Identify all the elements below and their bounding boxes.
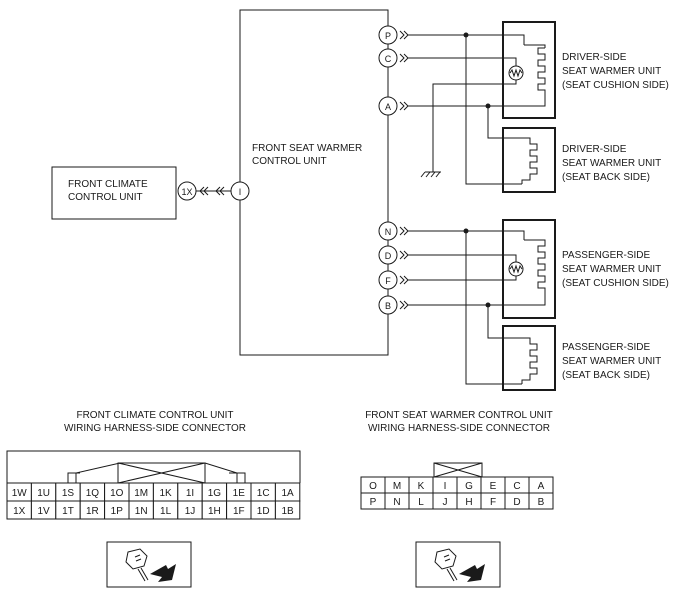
- seat-warmer-control-unit-box: [239, 9, 389, 356]
- climate-connector-title-1: FRONT CLIMATE CONTROL UNIT: [76, 410, 233, 421]
- pin-d: [378, 245, 398, 265]
- climate-connector-pin-label: 1G: [208, 488, 222, 499]
- control-connector-pin-label: B: [538, 497, 545, 508]
- connector-symbol-f: [399, 275, 409, 285]
- passenger-back-label-2: SEAT WARMER UNIT: [562, 356, 661, 367]
- pin-b: [378, 295, 398, 315]
- control-connector-pin-label: A: [538, 481, 545, 492]
- climate-connector-pin-label: 1W: [12, 488, 28, 499]
- control-connector-pin-label: D: [513, 497, 520, 508]
- pin-1x-label: 1X: [181, 187, 192, 197]
- climate-connector-view-icon: [106, 541, 192, 588]
- control-connector-pin-label: P: [370, 497, 377, 508]
- climate-connector-pin-label: 1J: [185, 506, 196, 517]
- pin-p-label: P: [385, 31, 391, 41]
- climate-connector-pin-label: 1F: [233, 506, 245, 517]
- climate-connector-pin-label: 1N: [135, 506, 148, 517]
- control-connector-title-1: FRONT SEAT WARMER CONTROL UNIT: [365, 410, 553, 421]
- control-connector-pin-label: E: [490, 481, 497, 492]
- driver-back-label-2: SEAT WARMER UNIT: [562, 158, 661, 169]
- climate-connector-pin-label: 1B: [281, 506, 294, 517]
- pin-a: [378, 96, 398, 116]
- control-connector-pin-label: N: [393, 497, 400, 508]
- climate-connector-pin-label: 1O: [110, 488, 124, 499]
- passenger-back-label-1: PASSENGER-SIDE: [562, 342, 650, 353]
- connector-symbol-d: [399, 250, 409, 260]
- climate-connector-pin-label: 1H: [208, 506, 221, 517]
- passenger-cushion-label-3: (SEAT CUSHION SIDE): [562, 278, 669, 289]
- pin-b-label: B: [385, 301, 391, 311]
- control-connector-pin-label: G: [465, 481, 473, 492]
- climate-control-unit-label-1: FRONT CLIMATE: [68, 179, 148, 190]
- climate-connector-pin-label: 1D: [257, 506, 270, 517]
- climate-connector-pin-label: 1L: [160, 506, 172, 517]
- pin-d-label: D: [385, 251, 392, 261]
- climate-connector-pin-label: 1Q: [86, 488, 100, 499]
- climate-connector-pin-label: 1U: [37, 488, 50, 499]
- connector-symbol-a: [399, 101, 409, 111]
- climate-control-unit-box: [51, 166, 177, 220]
- passenger-wiring: [408, 228, 546, 385]
- passenger-back-label-3: (SEAT BACK SIDE): [562, 370, 650, 381]
- driver-cushion-label-1: DRIVER-SIDE: [562, 52, 627, 63]
- climate-connector-pin-label: 1P: [111, 506, 124, 517]
- control-connector-pin-label: J: [443, 497, 448, 508]
- driver-back-label-3: (SEAT BACK SIDE): [562, 172, 650, 183]
- climate-connector-pin-label: 1V: [37, 506, 50, 517]
- passenger-back-unit-box: [502, 325, 556, 391]
- driver-cushion-label-3: (SEAT CUSHION SIDE): [562, 80, 669, 91]
- control-connector: O M K I G E C A P N L J H F D B: [360, 462, 554, 510]
- control-connector-pin-label: K: [418, 481, 425, 492]
- control-connector-cell: [528, 492, 554, 510]
- pin-f: [378, 270, 398, 290]
- climate-connector-pin-label: 1E: [233, 488, 246, 499]
- connector-symbol-n: [399, 226, 409, 236]
- pin-f-label: F: [385, 276, 391, 286]
- control-connector-view-icon: [415, 541, 501, 588]
- climate-connector-pin-label: 1R: [86, 506, 99, 517]
- climate-connector-pin-label: 1A: [281, 488, 294, 499]
- pin-n-label: N: [385, 227, 392, 237]
- connector-symbol-b: [399, 300, 409, 310]
- climate-control-unit-label-2: CONTROL UNIT: [68, 192, 143, 203]
- driver-back-unit-box: [502, 127, 556, 193]
- control-connector-pin-label: M: [393, 481, 401, 492]
- driver-wiring: [408, 32, 546, 185]
- climate-connector-pin-label: 1C: [257, 488, 270, 499]
- control-connector-pin-label: H: [465, 497, 472, 508]
- driver-cushion-label-2: SEAT WARMER UNIT: [562, 66, 661, 77]
- pin-n: [378, 221, 398, 241]
- connector-symbol-i: [215, 186, 225, 196]
- control-connector-pin-label: O: [369, 481, 377, 492]
- passenger-cushion-label-1: PASSENGER-SIDE: [562, 250, 650, 261]
- pin-a-label: A: [385, 102, 391, 112]
- control-connector-pin-label: L: [418, 497, 424, 508]
- climate-connector-pin-label: 1K: [159, 488, 172, 499]
- climate-connector-pin-label: 1M: [134, 488, 148, 499]
- pin-i: [230, 181, 250, 201]
- connector-symbol-c: [399, 53, 409, 63]
- seat-warmer-control-unit-label-2: CONTROL UNIT: [252, 156, 327, 167]
- climate-connector-pin-label: 1S: [62, 488, 75, 499]
- pin-p: [378, 25, 398, 45]
- pin-c: [378, 48, 398, 68]
- control-connector-pin-label: C: [513, 481, 520, 492]
- climate-connector: 1W 1U 1S 1Q 1O 1M 1K 1I 1G 1E 1C 1A 1X 1V 1T 1R 1P 1N 1L 1J…: [6, 450, 301, 520]
- control-connector-title-2: WIRING HARNESS-SIDE CONNECTOR: [368, 423, 550, 434]
- connector-symbol-p: [399, 30, 409, 40]
- passenger-cushion-label-2: SEAT WARMER UNIT: [562, 264, 661, 275]
- driver-back-label-1: DRIVER-SIDE: [562, 144, 627, 155]
- control-connector-pin-label: I: [444, 481, 447, 492]
- climate-connector-title-2: WIRING HARNESS-SIDE CONNECTOR: [64, 423, 246, 434]
- climate-connector-pin-label: 1I: [186, 488, 194, 499]
- pin-i-label: I: [239, 187, 242, 197]
- climate-connector-pin-label: 1X: [13, 506, 26, 517]
- control-connector-pin-label: F: [490, 497, 496, 508]
- climate-connector-pin-label: 1T: [62, 506, 74, 517]
- pin-c-label: C: [385, 54, 392, 64]
- climate-connector-cell: [274, 500, 301, 520]
- connector-symbol-1x: [199, 186, 209, 196]
- seat-warmer-control-unit-label-1: FRONT SEAT WARMER: [252, 143, 362, 154]
